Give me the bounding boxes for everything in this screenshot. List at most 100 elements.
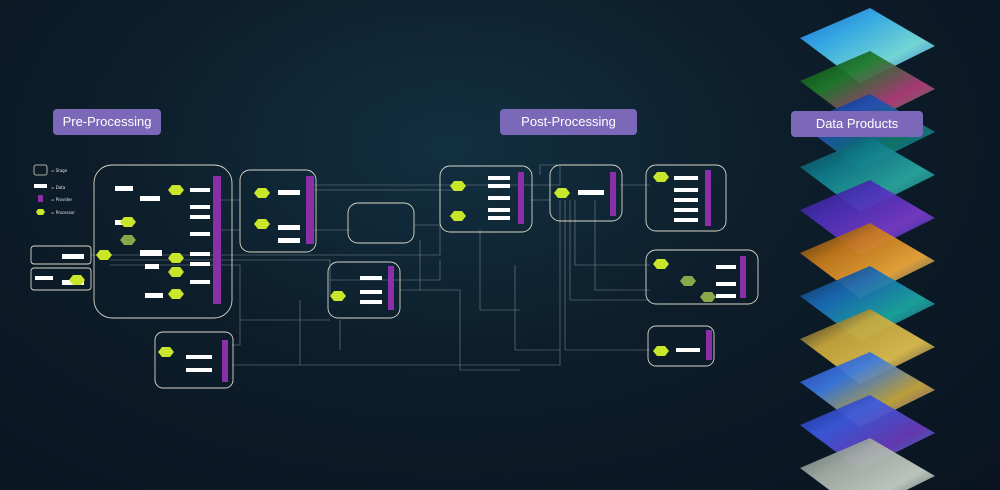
data-box (716, 294, 736, 298)
data-box (360, 290, 382, 294)
data-box (115, 186, 133, 191)
data-layer-vegetation (800, 51, 935, 126)
stage-box (549, 164, 623, 222)
processor-node (168, 267, 184, 277)
data-box (190, 232, 210, 236)
data-box (190, 215, 210, 219)
data-box (488, 196, 510, 200)
stage-box (30, 267, 92, 291)
data-box (186, 355, 212, 359)
data-box (674, 176, 698, 180)
processor-node (69, 275, 85, 285)
stage-box (439, 165, 533, 233)
legend-stage-icon (33, 164, 48, 176)
data-box (278, 238, 300, 243)
data-box (278, 190, 300, 195)
pre-processing-header: Pre-Processing (53, 109, 161, 135)
stage-box (327, 261, 401, 319)
data-layer-gold (800, 309, 935, 384)
stage-box (645, 249, 759, 305)
provider-bar (213, 176, 221, 304)
provider-bar (706, 330, 712, 360)
data-box (716, 282, 736, 286)
data-box (488, 184, 510, 188)
processor-node (450, 181, 466, 191)
data-products-header: Data Products (791, 111, 923, 137)
stage-box (647, 325, 715, 367)
provider-bar (306, 176, 314, 244)
processor-node (158, 347, 174, 357)
stage-box (30, 245, 92, 265)
processor-node (554, 188, 570, 198)
data-box (716, 265, 736, 269)
data-box (488, 208, 510, 212)
data-box (190, 252, 210, 256)
stage-box (347, 202, 415, 244)
provider-bar (222, 340, 228, 382)
data-box (35, 276, 53, 280)
processor-node (120, 217, 136, 227)
processor-node (330, 291, 346, 301)
provider-bar (388, 266, 394, 310)
data-box (278, 225, 300, 230)
data-products-stack (800, 8, 935, 490)
processor-node (168, 253, 184, 263)
data-box (676, 348, 700, 352)
data-box (674, 218, 698, 222)
post-processing-header: Post-Processing (500, 109, 637, 135)
stage-box (93, 164, 233, 319)
processor-node (254, 219, 270, 229)
data-layer-purple-blue (800, 395, 935, 470)
data-box (674, 188, 698, 192)
data-box (145, 293, 163, 298)
data-layer-violet (800, 180, 935, 255)
data-box (62, 254, 84, 259)
legend-stage-label: = Stage (51, 168, 68, 173)
processor-node (653, 346, 669, 356)
legend-data-icon (34, 184, 47, 188)
legend (33, 164, 48, 215)
data-box (578, 190, 604, 195)
data-box (145, 264, 159, 269)
stage-box (239, 169, 317, 253)
legend-provider-icon (38, 195, 43, 202)
data-layer-elevation (800, 8, 935, 83)
processor-node (653, 172, 669, 182)
data-layer-multi (800, 352, 935, 427)
processor-node (96, 250, 112, 260)
data-box (190, 205, 210, 209)
processor-node (700, 292, 716, 302)
data-box (190, 262, 210, 266)
provider-bar (705, 170, 711, 226)
provider-bar (740, 256, 746, 298)
data-box (674, 208, 698, 212)
processor-node (653, 259, 669, 269)
processor-node (168, 289, 184, 299)
data-box (360, 276, 382, 280)
legend-processor-label: = Processor (51, 210, 75, 215)
legend-processor-icon (36, 209, 45, 215)
legend-data-label: = Data (51, 185, 66, 190)
data-box (488, 176, 510, 180)
data-box (140, 250, 162, 256)
data-box (190, 280, 210, 284)
processor-node (680, 276, 696, 286)
data-box (190, 188, 210, 192)
data-box (674, 198, 698, 202)
provider-bar (610, 172, 616, 216)
data-layer-terrain (800, 438, 935, 490)
data-box (186, 368, 212, 372)
processor-node (450, 211, 466, 221)
processor-node (168, 185, 184, 195)
legend-provider-label: = Provider (51, 197, 73, 202)
data-layer-blue-green (800, 266, 935, 341)
data-box (360, 300, 382, 304)
processor-node (120, 235, 136, 245)
processor-node (254, 188, 270, 198)
data-box (140, 196, 160, 201)
data-box (488, 216, 510, 220)
stage-box (645, 164, 727, 232)
provider-bar (518, 172, 524, 224)
stage-box (154, 331, 234, 389)
